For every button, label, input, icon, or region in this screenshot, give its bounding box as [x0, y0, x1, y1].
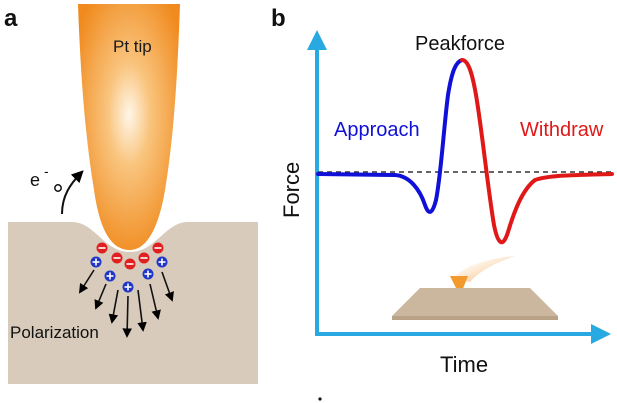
- panel-b-letter: b: [271, 5, 286, 32]
- electron-sign: -: [44, 163, 49, 179]
- substrate: [8, 222, 258, 384]
- charge-cluster: [90, 242, 168, 293]
- withdraw-curve: [460, 58, 614, 245]
- polarization-label: Polarization: [10, 323, 99, 342]
- negative-charge: [152, 242, 164, 254]
- pt-tip: [78, 4, 180, 250]
- positive-charge: [156, 256, 168, 268]
- inset-tip-icon: [450, 276, 468, 296]
- electron-dot: [54, 184, 62, 192]
- inset-tip-beam: [452, 256, 515, 282]
- y-axis-label: Force: [279, 162, 304, 218]
- polarization-arrow: [149, 283, 161, 320]
- negative-charge: [96, 242, 108, 254]
- negative-charge: [138, 252, 150, 264]
- polarization-arrow: [78, 269, 95, 294]
- panel-b: b Force Time Peakforce Approach Withdraw: [271, 5, 614, 377]
- approach-curve: [316, 58, 464, 214]
- polarization-arrows: [78, 269, 174, 338]
- panel-a-letter: a: [4, 5, 18, 32]
- withdraw-label: Withdraw: [520, 119, 604, 141]
- polarization-arrow: [137, 289, 147, 332]
- positive-charge: [90, 256, 102, 268]
- polarization-arrow: [122, 295, 132, 338]
- tip-label: Pt tip: [113, 37, 152, 56]
- positive-charge: [122, 281, 134, 293]
- electron-emission-arrow: [61, 170, 84, 215]
- polarization-arrow: [161, 271, 174, 302]
- negative-charge: [111, 252, 123, 264]
- approach-label: Approach: [334, 119, 420, 141]
- positive-charge: [142, 268, 154, 280]
- inset-plate: [392, 288, 558, 316]
- inset-tip-illustration: [392, 256, 558, 320]
- positive-charge: [104, 270, 116, 282]
- inset-plate-edge: [392, 316, 558, 320]
- electron-symbol: e: [30, 170, 40, 190]
- panel-a: a Pt tip e -: [4, 4, 258, 384]
- polarization-arrow: [94, 283, 107, 310]
- polarization-arrow: [108, 289, 119, 324]
- stray-dot: [318, 397, 322, 401]
- x-axis-label: Time: [440, 352, 488, 377]
- peakforce-label: Peakforce: [415, 33, 505, 55]
- negative-charge: [124, 258, 136, 270]
